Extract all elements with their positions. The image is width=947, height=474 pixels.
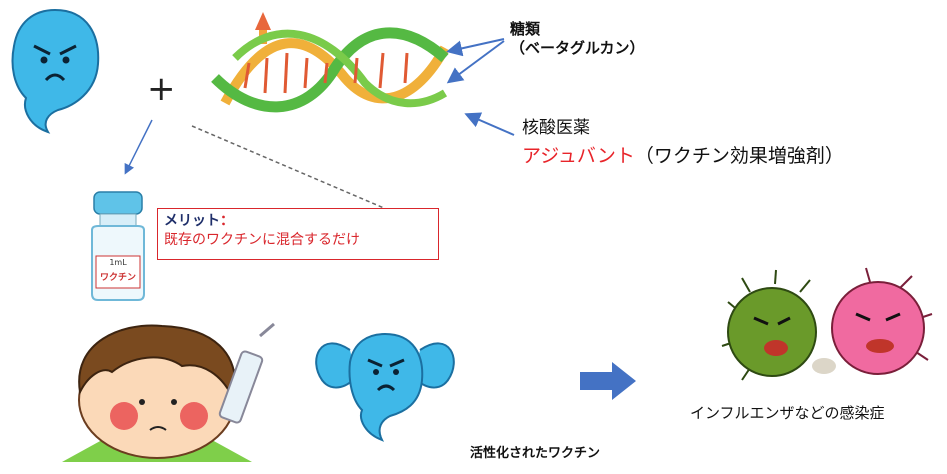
merit-title: メリット： — [164, 212, 432, 230]
vial-label: ワクチン — [99, 273, 136, 283]
infection-label: インフルエンザなどの感染症 — [690, 404, 885, 422]
merit-text: 既存のワクチンに混合するだけ — [164, 232, 360, 248]
pointer-arrows — [446, 38, 515, 136]
sugar-label: 糖類 （ベータグルカン） — [510, 20, 645, 58]
virus-germs-icon — [721, 267, 933, 381]
strong-vaccine-ghost-icon — [315, 332, 455, 442]
vaccine-ghost-icon — [11, 8, 100, 134]
adjuvant-note: （ワクチン効果増強剤） — [634, 145, 844, 167]
adjuvant-line: アジュバント（ワクチン効果増強剤） — [522, 141, 844, 168]
right-arrow-icon — [580, 362, 636, 400]
plus-sign: + — [147, 69, 176, 109]
nucleic-acid-label: 核酸医薬 — [522, 118, 590, 138]
activated-vaccine-label: 活性化されたワクチン — [470, 446, 601, 461]
dashed-baseline — [191, 125, 413, 221]
vial-volume: 1mL — [109, 258, 127, 267]
sugar-label-line1: 糖類 — [510, 20, 541, 38]
vaccine-vial: 1mL ワクチン — [82, 190, 154, 302]
dna-helix-icon — [211, 12, 450, 113]
merit-title-text: メリット — [164, 213, 220, 229]
mix-arrow — [124, 119, 153, 175]
merit-box: メリット： 既存のワクチンに混合するだけ — [157, 208, 439, 260]
vial-icon — [91, 191, 145, 301]
adjuvant-label: アジュバント — [522, 145, 635, 167]
sick-boy-injection-icon — [62, 322, 275, 462]
merit-colon: ： — [220, 213, 234, 229]
sugar-label-line2: （ベータグルカン） — [510, 39, 645, 57]
